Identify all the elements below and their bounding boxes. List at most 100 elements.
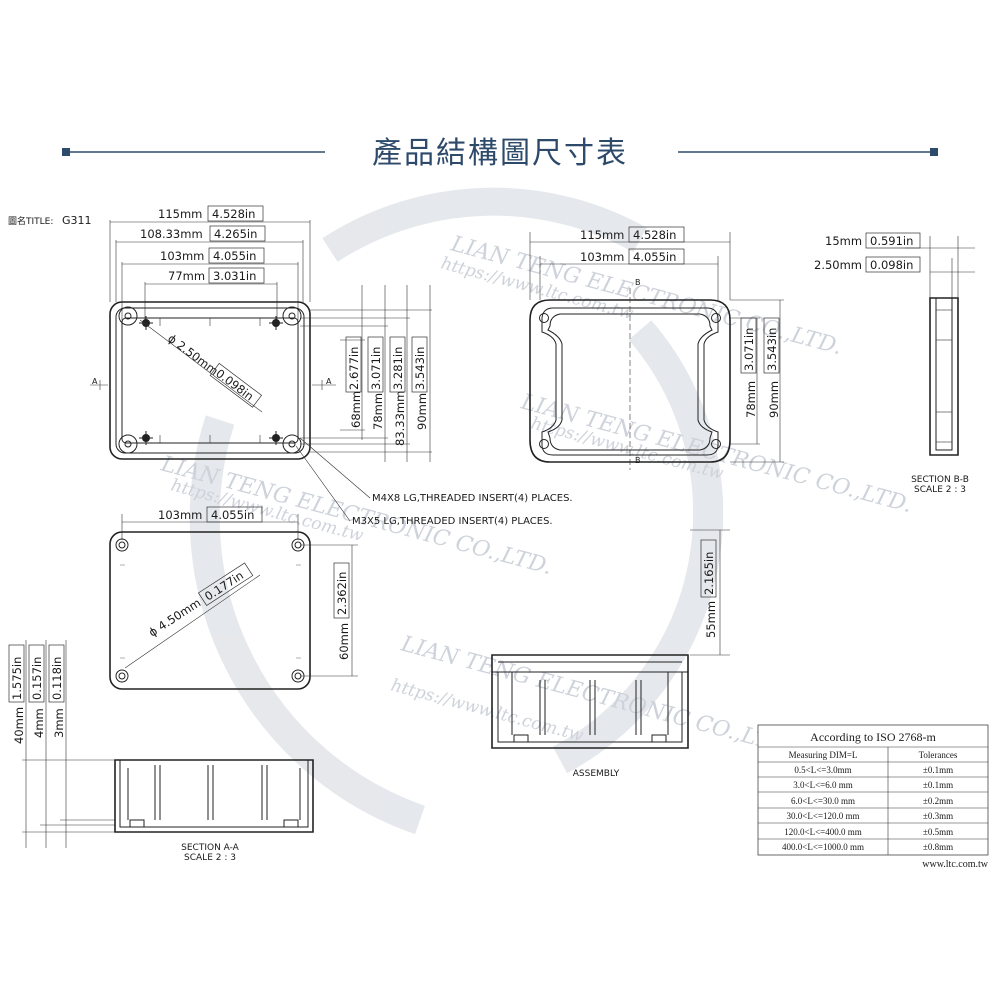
corner-boss-br bbox=[282, 434, 302, 454]
drawing-model: G311 bbox=[62, 214, 92, 227]
corner-boss-tl bbox=[118, 306, 138, 326]
threaded-insert-tl bbox=[139, 316, 153, 330]
bottom-view-outline bbox=[109, 531, 311, 690]
dim-bottom-v-in: 2.362in bbox=[335, 572, 349, 615]
assembly-view: 55mm 2.165in ASSEMBLY bbox=[491, 529, 730, 779]
dim-top-h4-in: 3.031in bbox=[213, 269, 256, 283]
dim-bb-2-mm: 2.50mm bbox=[814, 258, 862, 272]
dim-top-v2-in: 3.071in bbox=[369, 347, 383, 390]
dim-aa-1-mm: 40mm bbox=[12, 707, 26, 744]
section-bb-label: SECTION B-B bbox=[911, 475, 969, 485]
tolerance-row-1-range: 0.5<L<=3.0mm bbox=[794, 765, 851, 775]
corner-boss-tr bbox=[282, 306, 302, 326]
dim-aa-3-in: 0.118in bbox=[50, 657, 64, 700]
tolerance-row-6-value: ±0.8mm bbox=[923, 842, 953, 852]
dim-lid-v2-in: 3.543in bbox=[765, 328, 779, 371]
dim-top-h2-mm: 108.33mm bbox=[140, 227, 203, 241]
tolerance-row-1-value: ±0.1mm bbox=[923, 765, 953, 775]
bottom-hole-bl bbox=[115, 669, 129, 683]
page-title: 產品結構圖尺寸表 bbox=[372, 136, 628, 171]
dim-aa-1-in: 1.575in bbox=[10, 657, 24, 700]
dim-bottom-h-in: 4.055in bbox=[211, 508, 254, 522]
dim-lid-v1-in: 3.071in bbox=[742, 328, 756, 371]
section-bb: 15mm 0.591in 2.50mm 0.098in SECTION B-B … bbox=[814, 232, 975, 495]
header-left-square bbox=[62, 148, 70, 156]
section-aa-scale: SCALE 2 : 3 bbox=[184, 853, 236, 863]
section-b-top: B bbox=[635, 278, 641, 287]
dim-top-h3-mm: 103mm bbox=[160, 249, 204, 263]
callout-m4-insert: M4X8 LG,THREADED INSERT(4) PLACES. bbox=[372, 493, 573, 504]
dim-lid-v2-mm: 90mm bbox=[767, 381, 781, 418]
dim-top-h1-mm: 115mm bbox=[158, 207, 202, 221]
dim-bb-1-in: 0.591in bbox=[870, 234, 913, 248]
lid-hole-tr bbox=[711, 313, 721, 323]
lid-hole-br bbox=[711, 439, 721, 449]
tolerance-row-2-value: ±0.1mm bbox=[923, 780, 953, 790]
assembly-label: ASSEMBLY bbox=[573, 769, 620, 779]
dim-top-v1-mm: 68mm bbox=[349, 391, 363, 428]
dim-lid-h2-in: 4.055in bbox=[633, 250, 676, 264]
dim-aa-2-in: 0.157in bbox=[30, 657, 44, 700]
section-b-bottom: B bbox=[635, 456, 641, 465]
dim-lid-h1-in: 4.528in bbox=[633, 228, 676, 242]
lid-hole-bl bbox=[539, 439, 549, 449]
dim-top-v1-in: 2.677in bbox=[347, 347, 361, 390]
corner-boss-bl bbox=[118, 434, 138, 454]
tolerance-row-3-value: ±0.2mm bbox=[923, 796, 953, 806]
section-a-left: A bbox=[92, 377, 98, 386]
tolerance-row-5-range: 120.0<L<=400.0 mm bbox=[784, 827, 861, 837]
dim-top-v2-mm: 78mm bbox=[371, 393, 385, 430]
tolerance-table-title: According to ISO 2768-m bbox=[810, 730, 936, 744]
tolerance-row-4-value: ±0.3mm bbox=[923, 811, 953, 821]
dim-top-v4-mm: 90mm bbox=[415, 393, 429, 430]
website-link[interactable]: www.ltc.com.tw bbox=[922, 859, 989, 870]
callout-m3-insert: M3X5 LG,THREADED INSERT(4) PLACES. bbox=[352, 516, 553, 527]
dim-assembly-mm: 55mm bbox=[704, 601, 718, 638]
dim-top-v3-in: 3.281in bbox=[391, 347, 405, 390]
dim-top-h4-mm: 77mm bbox=[168, 269, 205, 283]
section-bb-scale: SCALE 2 : 3 bbox=[914, 485, 966, 495]
tolerance-table: According to ISO 2768-m Measuring DIM=L … bbox=[757, 724, 989, 870]
dim-top-hole-in: 0.098in bbox=[213, 366, 256, 403]
section-aa-label: SECTION A-A bbox=[181, 843, 240, 853]
dim-lid-v1-mm: 78mm bbox=[744, 381, 758, 418]
dim-top-h2-in: 4.265in bbox=[214, 227, 257, 241]
lid-outline bbox=[529, 299, 731, 463]
dim-aa-3-mm: 3mm bbox=[52, 708, 66, 738]
section-aa-profile bbox=[114, 759, 314, 833]
threaded-insert-tr bbox=[269, 316, 283, 330]
tolerance-header-dim: Measuring DIM=L bbox=[789, 750, 858, 760]
drawing-title: 圖名TITLE: G311 bbox=[8, 214, 92, 227]
tolerance-row-2-range: 3.0<L<=6.0 mm bbox=[793, 780, 852, 790]
tolerance-row-3-range: 6.0<L<=30.0 mm bbox=[791, 796, 855, 806]
dim-lid-h1-mm: 115mm bbox=[580, 228, 624, 242]
dim-lid-h2-mm: 103mm bbox=[580, 250, 624, 264]
dim-assembly-in: 2.165in bbox=[702, 552, 716, 595]
drawing-title-label: 圖名TITLE: bbox=[8, 215, 53, 227]
tolerance-row-5-value: ±0.5mm bbox=[923, 827, 953, 837]
top-view-dims-v: 68mm 2.677in 78mm 3.071in 83.33mm 3.281i… bbox=[300, 285, 432, 462]
section-a-right: A bbox=[326, 377, 332, 386]
top-view-dims-h: 115mm 4.528in 108.33mm 4.265in 103mm 4.0… bbox=[109, 205, 311, 320]
dim-aa-2-mm: 4mm bbox=[32, 708, 46, 738]
dim-bottom-v-mm: 60mm bbox=[337, 623, 351, 660]
tolerance-row-4-range: 30.0<L<=120.0 mm bbox=[787, 811, 860, 821]
header-right-square bbox=[930, 148, 938, 156]
page-header: 產品結構圖尺寸表 bbox=[62, 136, 938, 171]
bottom-hole-tl bbox=[115, 538, 129, 552]
section-bb-profile bbox=[929, 297, 959, 456]
assembly-outline bbox=[491, 654, 689, 749]
lid-hole-tl bbox=[539, 313, 549, 323]
threaded-insert-bl bbox=[139, 431, 153, 445]
dim-bottom-h-mm: 103mm bbox=[158, 508, 202, 522]
top-view-outline bbox=[109, 301, 311, 460]
dim-top-hole-mm: ϕ 2.50mm bbox=[165, 331, 221, 378]
top-view: 115mm 4.528in 108.33mm 4.265in 103mm 4.0… bbox=[90, 205, 573, 527]
lid-view: 115mm 4.528in 103mm 4.055in B B 78mm 3.0… bbox=[529, 226, 784, 470]
dim-top-h1-in: 4.528in bbox=[212, 207, 255, 221]
dim-top-h3-in: 4.055in bbox=[213, 249, 256, 263]
dim-top-v4-in: 3.543in bbox=[413, 347, 427, 390]
dim-top-v3-mm: 83.33mm bbox=[393, 391, 407, 446]
tolerance-row-6-range: 400.0<L<=1000.0 mm bbox=[782, 842, 864, 852]
